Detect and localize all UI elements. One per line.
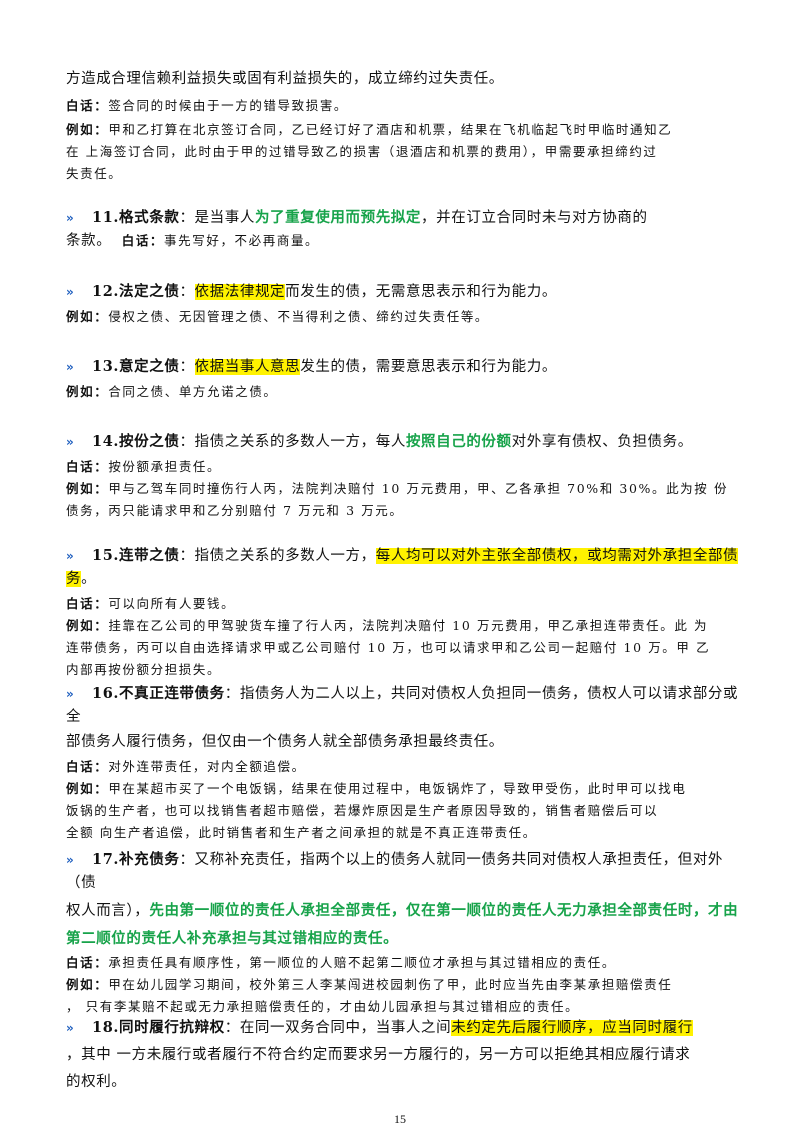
green-emphasis: 第二顺位的责任人补充承担与其过错相应的责任。 [66,930,399,947]
section-16: »16.不真正连带债务：指债务人为二人以上，共同对债权人负担同一债务，债权人可以… [66,682,746,844]
section-15-baihua: 白话：可以向所有人要钱。 [66,596,236,611]
section-17-example: 例如：甲在幼儿园学习期间，校外第三人李某闯进校园刺伤了甲，此时应当先由李某承担赔… [66,977,673,992]
section-15: »15.连带之债：指债之关系的多数人一方，每人均可以对外主张全部债权，或均需对外… [66,544,746,681]
example-label: 例如： [66,122,109,137]
highlight: 依据法律规定 [194,284,286,300]
section-16-example-line-2: 饭锅的生产者，也可以找销售者超市赔偿，若爆炸原因是生产者原因导致的，销售者赔偿后… [66,803,659,818]
page-number: 15 [394,1112,406,1126]
green-emphasis: 先由第一顺位的责任人承担全部责任，仅在第一顺位的责任人无力承担全部责任时，才由 [149,902,739,919]
section-14-example-line-2: 债务，丙只能请求甲和乙分别赔付 7 万元和 3 万元。 [66,503,404,518]
section-12-example: 例如：侵权之债、无因管理之债、不当得利之债、缔约过失责任等。 [66,309,490,324]
double-arrow-icon: » [66,853,74,867]
double-arrow-icon: » [66,285,74,299]
intro-example-line-3: 失责任。 [66,166,123,181]
intro-example-line-2: 在 上海签订合同，此时由于甲的过错导致乙的损害（退酒店和机票的费用），甲需要承担… [66,144,658,159]
term-title: 15.连带之债 [92,547,180,564]
double-arrow-icon: » [66,435,74,449]
highlight: 未约定先后履行顺序，应当同时履行 [451,1020,693,1036]
section-17: »17.补充债务：又称补充责任，指两个以上的债务人就同一债务共同对债权人承担责任… [66,848,746,1018]
baihua-label: 白话： [66,98,109,113]
double-arrow-icon: » [66,211,74,225]
double-arrow-icon: » [66,687,74,701]
term-title: 16.不真正连带债务 [92,685,225,702]
section-14-baihua: 白话：按份额承担责任。 [66,459,222,474]
section-14-example: 例如：甲与乙驾车同时撞伤行人丙，法院判决赔付 10 万元费用，甲、乙各承担 70… [66,481,729,496]
double-arrow-icon: » [66,1021,74,1035]
green-emphasis: 按照自己的份额 [405,433,512,450]
term-title: 18.同时履行抗辩权 [92,1019,225,1036]
section-16-line-2: 部债务人履行债务，但仅由一个债务人就全部债务承担最终责任。 [66,734,504,750]
term-title: 12.法定之债 [92,283,180,300]
double-arrow-icon: » [66,549,74,563]
double-arrow-icon: » [66,360,74,374]
section-11: »11.格式条款：是当事人为了重复使用而预先拟定，并在订立合同时未与对方协商的 … [66,206,746,253]
section-16-example-line-3: 全额 向生产者追偿，此时销售者和生产者之间承担的就是不真正连带责任。 [66,825,537,840]
section-15-example-line-3: 内部再按份额分担损失。 [66,662,222,677]
highlight: 依据当事人意思 [194,359,301,375]
example-label: 例如： [66,384,109,399]
section-15-heading: »15.连带之债：指债之关系的多数人一方，每人均可以对外主张全部债权，或均需对外… [66,547,739,587]
baihua-label: 白话： [66,596,109,611]
section-16-heading: »16.不真正连带债务：指债务人为二人以上，共同对债权人负担同一债务，债权人可以… [66,685,739,725]
section-12: »12.法定之债：依据法律规定而发生的债，无需意思表示和行为能力。 例如：侵权之… [66,280,746,328]
intro-section: 方造成合理信赖利益损失或固有利益损失的，成立缔约过失责任。 白话：签合同的时候由… [66,68,746,185]
intro-baihua: 白话：签合同的时候由于一方的错导致损害。 [66,98,349,113]
section-18-line-3: 的权利。 [66,1074,127,1090]
example-label: 例如： [66,309,109,324]
section-15-example: 例如：挂靠在乙公司的甲驾驶货车撞了行人丙，法院判决赔付 10 万元费用，甲乙承担… [66,618,709,633]
section-13-heading: »13.意定之债：依据当事人意思发生的债，需要意思表示和行为能力。 [66,355,746,379]
example-label: 例如： [66,481,109,496]
section-14-heading: »14.按份之债：指债之关系的多数人一方，每人按照自己的份额对外享有债权、负担债… [66,430,746,454]
section-17-line-2: 权人而言），先由第一顺位的责任人承担全部责任，仅在第一顺位的责任人无力承担全部责… [66,902,739,919]
term-title: 17.补充债务 [92,851,180,868]
term-title: 11.格式条款 [92,209,180,226]
section-17-heading: »17.补充债务：又称补充责任，指两个以上的债务人就同一债务共同对债权人承担责任… [66,851,724,891]
section-16-baihua: 白话：对外连带责任，对内全额追偿。 [66,759,306,774]
section-18-line-2: ，其中 一方未履行或者履行不符合约定而要求另一方履行的，另一方可以拒绝其相应履行… [66,1047,691,1063]
baihua-label: 白话： [66,955,109,970]
example-label: 例如： [66,781,109,796]
section-14: »14.按份之债：指债之关系的多数人一方，每人按照自己的份额对外享有债权、负担债… [66,430,746,522]
section-15-example-line-2: 连带债务，丙可以自由选择请求甲或乙公司赔付 10 万，也可以请求甲和乙公司一起赔… [66,640,711,655]
section-11-line-2: 条款。 白话：事先写好，不必再商量。 [66,233,320,249]
section-17-baihua: 白话：承担责任具有顺序性，第一顺位的人赔不起第二顺位才承担与其过错相应的责任。 [66,955,616,970]
section-18: »18.同时履行抗辩权：在同一双务合同中，当事人之间未约定先后履行顺序，应当同时… [66,1016,746,1094]
section-11-heading: »11.格式条款：是当事人为了重复使用而预先拟定，并在订立合同时未与对方协商的 [66,206,746,230]
example-label: 例如： [66,618,109,633]
baihua-label: 白话： [66,759,109,774]
section-13-example: 例如：合同之债、单方允诺之债。 [66,384,278,399]
baihua-label: 白话： [66,459,109,474]
term-title: 13.意定之债 [92,358,180,375]
green-emphasis: 为了重复使用而预先拟定 [254,209,422,226]
baihua-label: 白话： [121,233,165,248]
section-18-heading: »18.同时履行抗辩权：在同一双务合同中，当事人之间未约定先后履行顺序，应当同时… [66,1016,746,1040]
term-title: 14.按份之债 [92,433,180,450]
intro-example: 例如：甲和乙打算在北京签订合同，乙已经订好了酒店和机票，结果在飞机临起飞时甲临时… [66,122,673,137]
section-13: »13.意定之债：依据当事人意思发生的债，需要意思表示和行为能力。 例如：合同之… [66,355,746,403]
section-12-heading: »12.法定之债：依据法律规定而发生的债，无需意思表示和行为能力。 [66,280,746,304]
intro-line: 方造成合理信赖利益损失或固有利益损失的，成立缔约过失责任。 [66,71,504,87]
section-17-example-line-2: ， 只有李某赔不起或无力承担赔偿责任的，才由幼儿园承担与其过错相应的责任。 [66,999,580,1014]
section-16-example: 例如：甲在某超市买了一个电饭锅，结果在使用过程中，电饭锅炸了，导致甲受伤，此时甲… [66,781,687,796]
example-label: 例如： [66,977,109,992]
